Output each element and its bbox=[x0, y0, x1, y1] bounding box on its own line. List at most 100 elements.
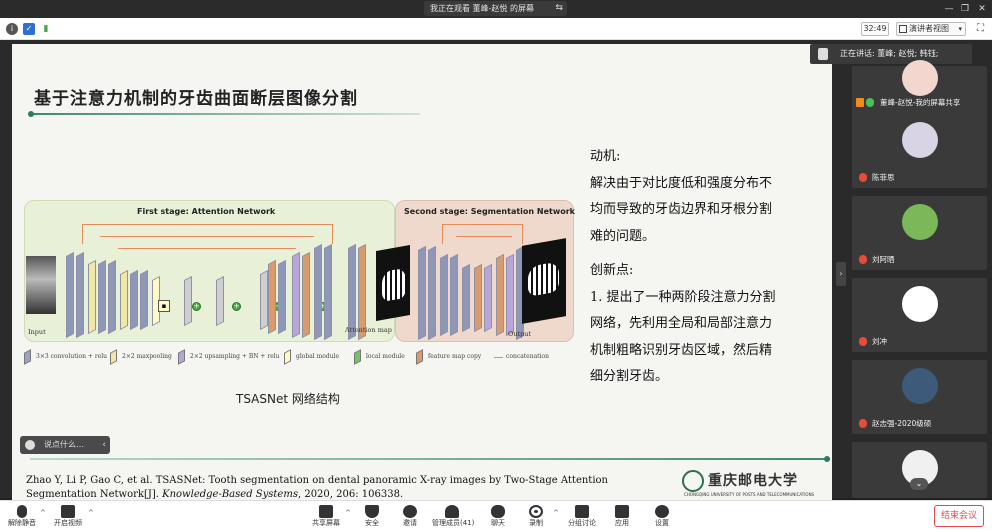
video-options-caret[interactable]: ^ bbox=[88, 509, 94, 517]
global-module-icon: ▪ bbox=[158, 300, 170, 312]
unmute-options-caret[interactable]: ^ bbox=[40, 509, 46, 517]
apps-button[interactable]: 应用 bbox=[602, 503, 642, 531]
participant-tile[interactable]: ⌄ bbox=[852, 442, 987, 498]
fullscreen-icon[interactable]: ⛶ bbox=[977, 23, 984, 34]
text-line: 均而导致的牙齿边界和牙根分割 bbox=[590, 202, 773, 217]
signal-icon[interactable]: ▮ bbox=[43, 24, 49, 34]
screen-share-indicator[interactable]: 我正在观看 董峰-赵悦 的屏幕 ⇆ bbox=[424, 1, 567, 16]
university-logo: 重庆邮电大学 CHONGQING UNIVERSITY OF POSTS AND… bbox=[682, 468, 822, 500]
speaker-view-button[interactable]: 演讲者视图 ▾ bbox=[896, 22, 966, 36]
close-button[interactable]: ✕ bbox=[978, 4, 986, 14]
people-icon bbox=[445, 505, 459, 518]
record-button[interactable]: 录制 bbox=[516, 503, 556, 531]
slide-title: 基于注意力机制的牙齿曲面断层图像分割 bbox=[34, 89, 358, 109]
share-options-caret[interactable]: ^ bbox=[345, 509, 351, 517]
legend-item: 2×2 upsampling + BN + relu bbox=[178, 349, 280, 365]
speaking-indicator: 正在讲话: 董峰; 赵悦; 韩钰; bbox=[810, 44, 972, 64]
record-icon bbox=[529, 505, 543, 518]
participants-button[interactable]: 管理成员(41) bbox=[432, 503, 474, 531]
share-screen-button[interactable]: 共享屏幕 bbox=[306, 503, 346, 531]
scroll-down-icon[interactable]: ⌄ bbox=[910, 478, 928, 490]
participant-name: 刘冲 bbox=[856, 335, 887, 348]
chat-button[interactable]: 聊天 bbox=[478, 503, 518, 531]
skip-connection bbox=[100, 236, 314, 237]
legend-item: feature map copy bbox=[416, 349, 481, 365]
feature-map bbox=[140, 269, 148, 331]
feature-map bbox=[216, 275, 224, 327]
info-icon[interactable]: i bbox=[6, 23, 18, 35]
settings-button[interactable]: 设置 bbox=[642, 503, 682, 531]
breakout-rooms-icon bbox=[575, 505, 589, 518]
legend-item: 3×3 convolution + relu bbox=[24, 349, 107, 365]
motivation-text: 动机: 解决由于对比度低和强度分布不 均而导致的牙齿边界和牙根分割 难的问题。 … bbox=[590, 144, 826, 391]
participant-tile[interactable]: 刘冲 bbox=[852, 278, 987, 352]
teeth-shape bbox=[382, 267, 406, 302]
skip-connection bbox=[118, 248, 296, 249]
output-label: Output bbox=[508, 330, 532, 338]
restore-button[interactable]: ❐ bbox=[960, 4, 970, 14]
teeth-shape bbox=[528, 261, 559, 297]
window-title: 我正在观看 董峰-赵悦 的屏幕 bbox=[430, 4, 534, 13]
meeting-info-bar: i ✓ ▮ 32:49 演讲者视图 ▾ ⛶ bbox=[0, 18, 992, 40]
feature-map bbox=[314, 243, 322, 341]
skip-connection bbox=[332, 224, 333, 244]
chat-input-bubble[interactable]: 说点什么… ‹ bbox=[20, 436, 110, 454]
chevron-down-icon: ▾ bbox=[958, 25, 962, 33]
invite-button[interactable]: 邀请 bbox=[390, 503, 430, 531]
journal-name: Knowledge-Based Systems bbox=[162, 489, 298, 500]
panel-collapse-handle[interactable]: › bbox=[836, 262, 846, 286]
feature-map bbox=[418, 245, 426, 341]
text-line: 机制粗略识别牙齿区域，然后精 bbox=[590, 342, 773, 358]
feature-map bbox=[66, 251, 74, 339]
participant-tile[interactable]: 陈菲思 bbox=[852, 114, 987, 188]
security-button[interactable]: 安全 bbox=[352, 503, 392, 531]
diagram-legend: 3×3 convolution + relu 2×2 maxpooling 2×… bbox=[22, 349, 574, 366]
record-options-caret[interactable]: ^ bbox=[553, 509, 559, 517]
footer-divider-dot bbox=[824, 456, 830, 462]
skip-connection bbox=[82, 224, 332, 225]
local-module-icon: + bbox=[192, 302, 201, 311]
participant-name: 董峰-赵悦-我的屏幕共享 bbox=[856, 96, 960, 109]
end-meeting-button[interactable]: 结束会议 bbox=[934, 505, 984, 527]
feature-map bbox=[292, 251, 300, 339]
feature-map bbox=[496, 253, 504, 337]
skip-connection bbox=[442, 224, 522, 225]
breakout-button[interactable]: 分组讨论 bbox=[562, 503, 602, 531]
minimize-button[interactable]: — bbox=[944, 4, 954, 14]
legend-item: concatenation bbox=[494, 350, 549, 364]
text-line: 细分割牙齿。 bbox=[590, 369, 669, 384]
figure-caption: TSASNet 网络结构 bbox=[236, 392, 340, 406]
participant-tile[interactable]: 刘阿晒 bbox=[852, 196, 987, 270]
participant-name: 赵志强-2020级硕 bbox=[856, 417, 931, 430]
feature-map bbox=[462, 263, 470, 333]
presentation-slide: 基于注意力机制的牙齿曲面断层图像分割 First stage: Attentio… bbox=[12, 44, 832, 500]
reference-citation: Zhao Y, Li P, Gao C, et al. TSASNet: Too… bbox=[26, 474, 626, 500]
skip-connection bbox=[82, 224, 83, 244]
text-line: 1. 提出了一种两阶段注意力分割 bbox=[590, 289, 776, 305]
unmute-button[interactable]: 解除静音 bbox=[2, 503, 42, 531]
emoji-icon[interactable] bbox=[25, 440, 35, 450]
collapse-icon[interactable]: ‹ bbox=[102, 440, 106, 450]
input-xray-image bbox=[26, 256, 56, 314]
feature-map bbox=[184, 275, 192, 327]
shield-icon[interactable]: ✓ bbox=[23, 23, 35, 35]
start-video-button[interactable]: 开启视频 bbox=[48, 503, 88, 531]
feature-map bbox=[98, 259, 106, 335]
feature-map bbox=[484, 263, 492, 333]
avatar bbox=[902, 60, 938, 96]
input-label: Input bbox=[28, 328, 46, 336]
avatar bbox=[902, 122, 938, 158]
reference-line-2: Segmentation Network[J]. Knowledge-Based… bbox=[26, 489, 404, 500]
feature-map bbox=[268, 259, 276, 335]
avatar bbox=[902, 286, 938, 322]
camera-off-icon bbox=[61, 505, 75, 518]
text-line: 难的问题。 bbox=[590, 228, 656, 244]
feature-map bbox=[76, 251, 84, 339]
title-divider-dot bbox=[28, 111, 34, 117]
avatar bbox=[902, 204, 938, 240]
view-icon bbox=[899, 25, 907, 33]
participant-tile[interactable]: 赵志强-2020级硕 bbox=[852, 360, 987, 434]
expand-icon[interactable]: ⇆ bbox=[555, 3, 563, 13]
feature-map bbox=[108, 259, 116, 335]
